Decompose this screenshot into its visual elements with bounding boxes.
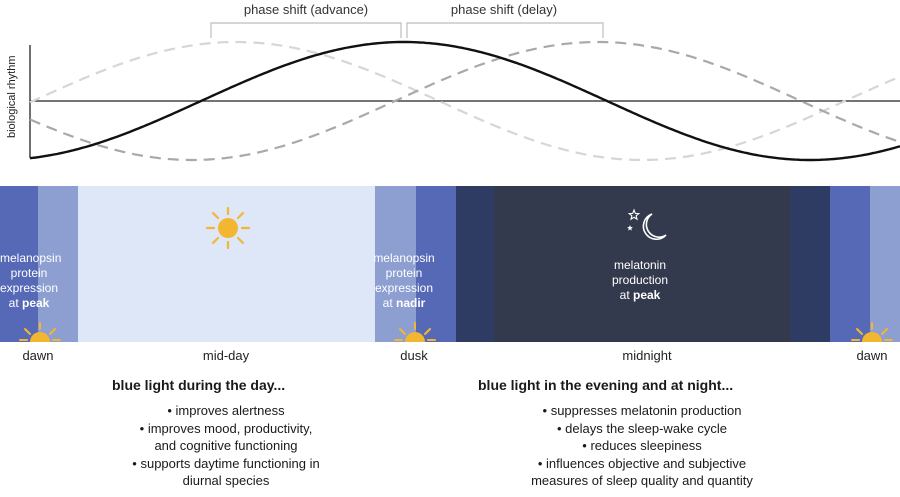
moon-stars-icon — [627, 208, 667, 240]
band-evening — [456, 186, 494, 342]
band-predawn — [790, 186, 830, 342]
melanopsin-nadir-prefix: at — [382, 296, 396, 310]
band-dawn-pale — [38, 186, 78, 342]
day-column-list: improves alertness improves mood, produc… — [76, 402, 376, 490]
rising-sun-right-icon — [851, 322, 893, 342]
band-dusk-deep — [416, 186, 456, 342]
night-item-4-line1: influences objective and subjective — [545, 455, 747, 471]
light-bands: melanopsin protein expression at peak me… — [0, 186, 900, 342]
melanopsin-peak-line3: expression — [0, 281, 59, 295]
main-rhythm-curve — [29, 40, 900, 162]
rising-sun-icon — [19, 322, 61, 342]
time-dawn-right: dawn — [856, 348, 888, 363]
delay-phase-curve — [29, 40, 900, 162]
night-item-1: suppresses melatonin production — [490, 402, 794, 420]
advance-label: phase shift (advance) — [243, 2, 369, 17]
night-column-list: suppresses melatonin production delays t… — [490, 402, 794, 490]
melanopsin-peak-prefix: at — [8, 296, 22, 310]
melatonin-bold: peak — [632, 288, 661, 302]
band-dusk-pale — [375, 186, 416, 342]
day-item-3-line1: supports daytime functioning in — [140, 455, 320, 471]
night-item-3: reduces sleepiness — [490, 437, 794, 455]
melanopsin-nadir-line3: expression — [374, 281, 434, 295]
melanopsin-nadir-text: melanopsin protein expression at nadir — [372, 251, 436, 311]
time-dawn-left: dawn — [22, 348, 54, 363]
rhythm-graph — [29, 22, 900, 162]
band-dawn-deep — [0, 186, 38, 342]
advance-bracket — [210, 22, 402, 38]
melanopsin-nadir-line1: melanopsin — [373, 251, 435, 265]
time-midnight: midnight — [622, 348, 672, 363]
day-item-3: supports daytime functioning in — [76, 455, 376, 473]
advance-phase-curve — [29, 40, 900, 162]
night-item-4-line2: measures of sleep quality and quantity — [531, 473, 753, 488]
melanopsin-peak-line2: protein — [10, 266, 48, 280]
time-midday: mid-day — [202, 348, 250, 363]
melanopsin-nadir-bold: nadir — [396, 296, 426, 310]
day-item-3-line2: diurnal species — [182, 473, 270, 488]
melatonin-prefix: at — [619, 288, 633, 302]
melatonin-peak-text: melatonin production at peak — [590, 258, 690, 303]
delay-label: phase shift (delay) — [450, 2, 558, 17]
melanopsin-peak-line1: melanopsin — [0, 251, 62, 265]
setting-sun-icon — [394, 322, 436, 342]
day-item-2-line1: improves mood, productivity, — [147, 420, 313, 436]
night-item-2: delays the sleep-wake cycle — [490, 420, 794, 438]
band-midday — [78, 186, 375, 342]
band-dawn-right-deep — [830, 186, 870, 342]
night-column-heading: blue light in the evening and at night..… — [478, 377, 734, 393]
melanopsin-nadir-line2: protein — [385, 266, 423, 280]
day-item-2-line2: and cognitive functioning — [154, 438, 298, 453]
day-item-2: improves mood, productivity, — [76, 420, 376, 438]
delay-bracket — [406, 22, 604, 38]
sun-icon — [205, 206, 251, 250]
melatonin-line2: production — [611, 273, 669, 287]
night-item-4: influences objective and subjective — [490, 455, 794, 473]
melatonin-line1: melatonin — [613, 258, 667, 272]
time-dusk: dusk — [400, 348, 428, 363]
band-dawn-right-pale — [870, 186, 900, 342]
melanopsin-peak-bold: peak — [21, 296, 50, 310]
melanopsin-peak-text: melanopsin protein expression at peak — [0, 251, 62, 311]
band-night — [494, 186, 790, 342]
day-column-heading: blue light during the day... — [112, 377, 286, 393]
day-item-1: improves alertness — [76, 402, 376, 420]
